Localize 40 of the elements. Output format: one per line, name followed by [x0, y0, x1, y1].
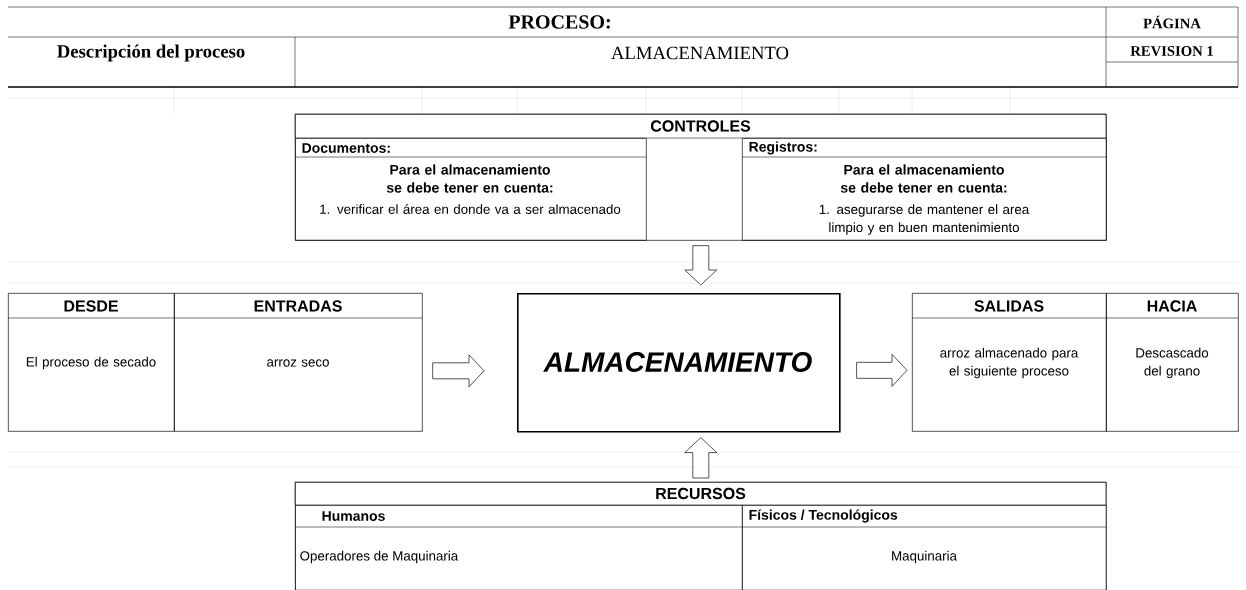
- cell-text: 1. verificar el área en donde va a ser almacenado: [320, 204, 621, 214]
- table-box: [1105, 293, 1239, 432]
- header-text: ENTRADAS: [254, 300, 342, 312]
- label-text: Documentos:: [302, 143, 390, 153]
- process-title: ALMACENAMIENTO: [543, 352, 812, 372]
- table-box: [7, 293, 175, 432]
- section-header: [294, 113, 1107, 241]
- table-box: [294, 138, 647, 241]
- table-box: [294, 505, 743, 590]
- block-arrow: [684, 437, 718, 479]
- process-name: ALMACENAMIENTO: [611, 46, 789, 60]
- cell-text: Descascado del grano: [1136, 347, 1209, 379]
- table-box: [173, 293, 423, 432]
- label-text: Físicos / Tecnológicos: [749, 509, 898, 523]
- cell-text: 1. asegurarse de mantener el area limpio y en buen mantenimiento: [819, 204, 1030, 235]
- header-text: DESDE: [64, 300, 118, 312]
- label-text: Registros:: [749, 141, 817, 155]
- table-box: [741, 138, 1107, 241]
- table-box: [911, 293, 1107, 432]
- header-text: CONTROLES: [650, 120, 751, 132]
- cell-text: El proceso de secado: [26, 356, 156, 370]
- header-text: PÁGINA: [1143, 15, 1201, 29]
- block-arrow: [432, 354, 485, 388]
- header-text: RECURSOS: [656, 487, 746, 500]
- cell-text: Operadores de Maquinaria: [300, 550, 459, 564]
- label-text: Para el almacenamiento se debe tener en cuenta:: [840, 164, 1007, 193]
- label-text: Para el almacenamiento se debe tener en cuenta:: [386, 164, 553, 193]
- title-text: PROCESO:: [508, 15, 610, 29]
- cell-text: arroz almacenado para el siguiente proceso: [940, 347, 1079, 379]
- process-box: [517, 293, 841, 433]
- label-text: Humanos: [322, 511, 385, 521]
- header-text: Descripción del proceso: [57, 44, 245, 62]
- block-arrow: [856, 354, 908, 387]
- cell-text: arroz seco: [267, 359, 329, 367]
- table-box: [741, 505, 1107, 590]
- header-text: HACIA: [1147, 300, 1197, 312]
- header-text: SALIDAS: [974, 300, 1044, 312]
- header-text: REVISION 1: [1130, 46, 1213, 56]
- cell-text: Maquinaria: [892, 550, 957, 564]
- block-arrow: [684, 245, 718, 286]
